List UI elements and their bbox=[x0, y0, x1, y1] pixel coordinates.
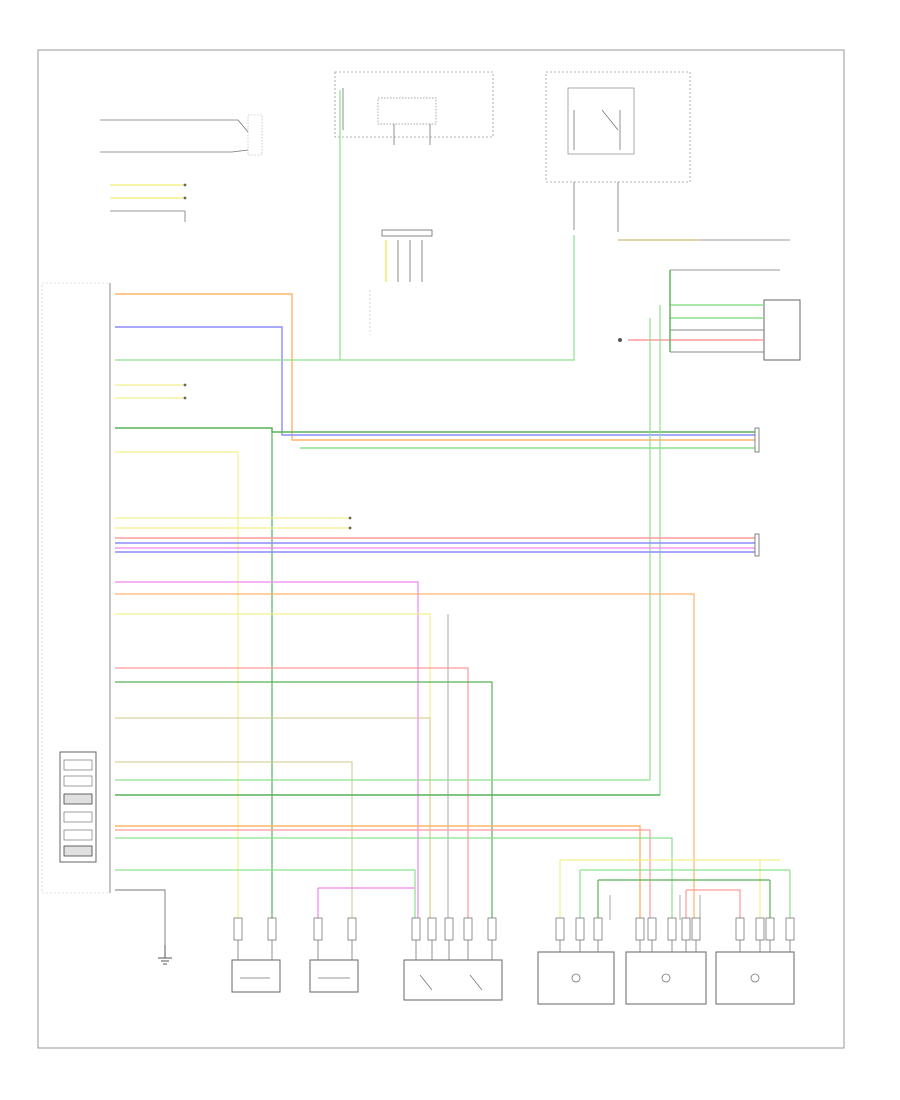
wire-yellow-sensor bbox=[115, 451, 239, 920]
wire-red-bottom bbox=[115, 829, 651, 920]
wire-orange-bottom bbox=[115, 825, 641, 920]
mode-selector-panel bbox=[59, 751, 97, 863]
switch-assembly bbox=[403, 940, 503, 1001]
top-center-fuse-block bbox=[334, 71, 494, 335]
diagram-frame bbox=[37, 49, 845, 1049]
wire-violet-lower bbox=[115, 581, 419, 920]
ground-symbol-icon bbox=[158, 945, 172, 965]
blower-motor-resistor bbox=[618, 270, 801, 361]
control-module-terminal-strip bbox=[41, 282, 111, 894]
actuator-3 bbox=[715, 940, 795, 1005]
connector-pins bbox=[233, 917, 795, 941]
temperature-sensor-1 bbox=[231, 940, 281, 993]
wire-orange-upper bbox=[115, 293, 755, 441]
wire-green-lower bbox=[115, 681, 493, 920]
wire-red-lower bbox=[115, 667, 469, 920]
actuator-1 bbox=[537, 940, 615, 1005]
bottom-components bbox=[158, 917, 795, 1005]
main-harness-wires bbox=[115, 90, 791, 945]
top-right-fuse-block bbox=[545, 71, 790, 271]
actuator-2 bbox=[625, 940, 707, 1005]
right-edge-connectors bbox=[754, 427, 760, 557]
wire-green-to-relay bbox=[115, 235, 575, 361]
top-left-switch-block bbox=[100, 114, 263, 222]
wire-orange-lower bbox=[115, 593, 695, 920]
center-connector-stack bbox=[369, 229, 433, 335]
wire-blue-upper bbox=[115, 326, 755, 436]
temperature-sensor-2 bbox=[309, 940, 359, 993]
